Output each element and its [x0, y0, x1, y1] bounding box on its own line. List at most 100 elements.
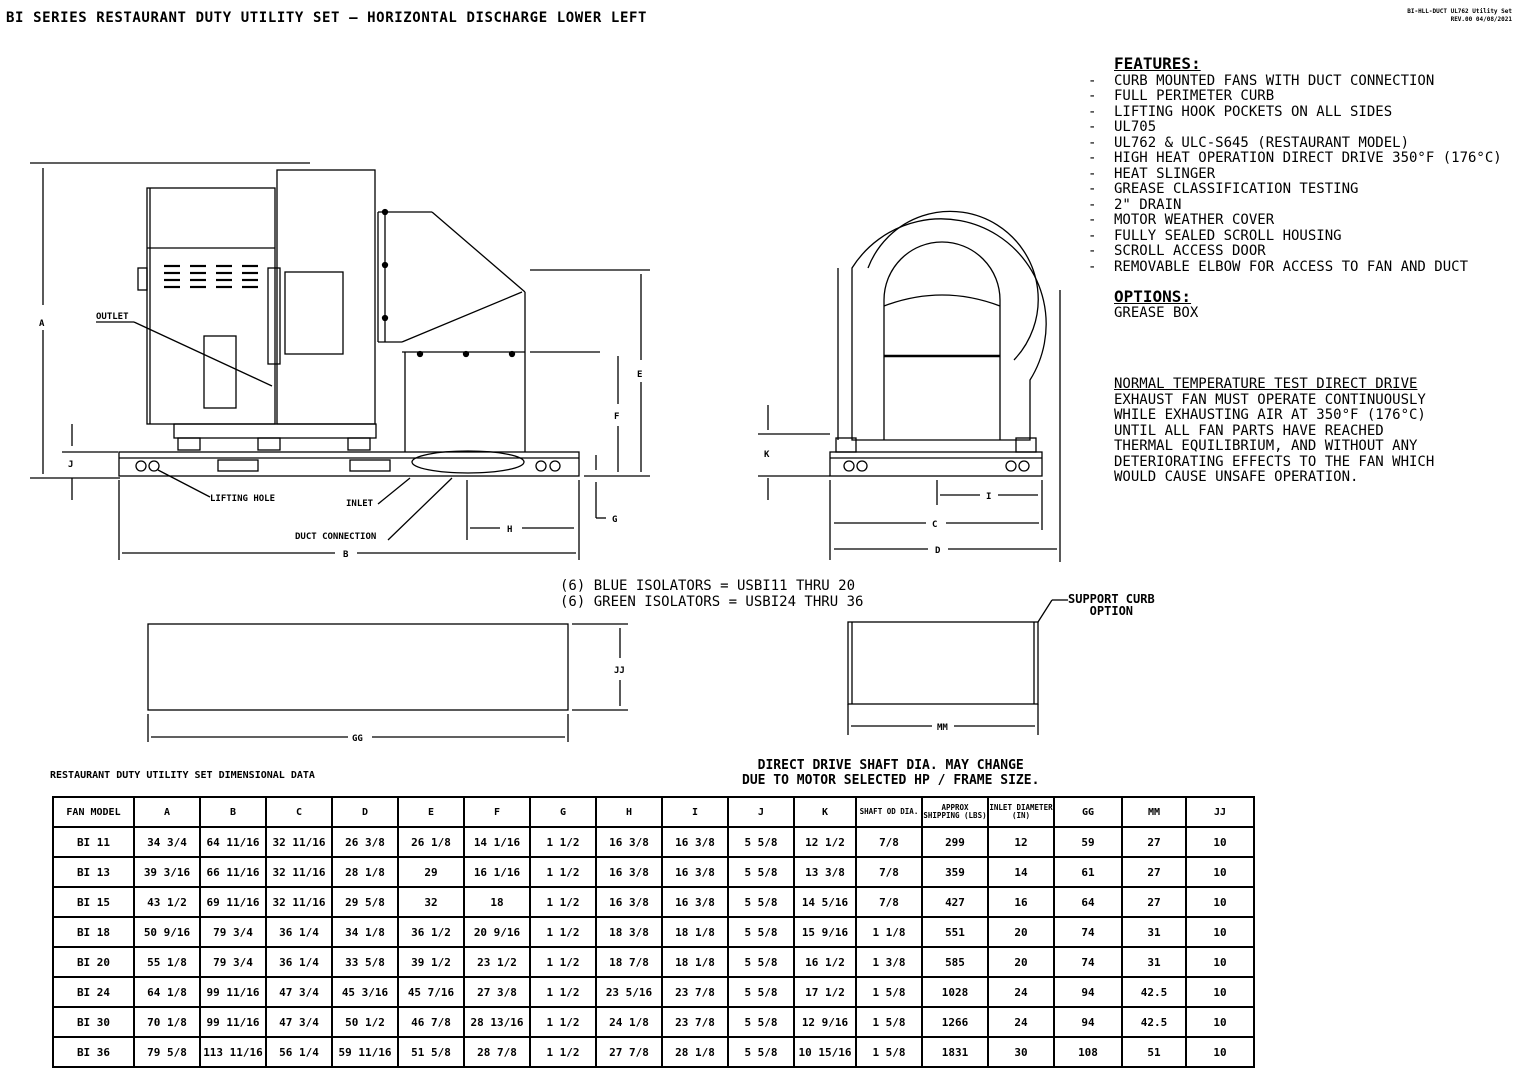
table-cell: 79 3/4 — [199, 946, 267, 978]
side-view-drawing — [30, 162, 650, 560]
table-cell: 61 — [1053, 856, 1123, 888]
column-header: C — [265, 796, 333, 828]
table-cell: 42.5 — [1121, 976, 1187, 1008]
feature-item: CURB MOUNTED FANS WITH DUCT CONNECTION — [1088, 73, 1502, 90]
table-cell: 46 7/8 — [397, 1006, 465, 1038]
table-cell: BI 36 — [52, 1036, 135, 1068]
table-cell: 10 — [1185, 886, 1255, 918]
dim-label-mm: MM — [937, 723, 948, 733]
table-cell: 10 — [1185, 1036, 1255, 1068]
table-cell: 99 11/16 — [199, 976, 267, 1008]
column-header: H — [595, 796, 663, 828]
table-cell: 34 1/8 — [331, 916, 399, 948]
table-cell: 7/8 — [855, 856, 923, 888]
table-cell: 5 5/8 — [727, 886, 795, 918]
table-cell: 29 5/8 — [331, 886, 399, 918]
table-cell: 16 — [987, 886, 1055, 918]
temperature-note-line: UNTIL ALL FAN PARTS HAVE REACHED — [1114, 422, 1384, 439]
shaft-note-line: DUE TO MOTOR SELECTED HP / FRAME SIZE. — [742, 773, 1040, 788]
column-header: E — [397, 796, 465, 828]
table-cell: 18 — [463, 886, 531, 918]
table-cell: 16 3/8 — [661, 886, 729, 918]
table-cell: 16 3/8 — [661, 826, 729, 858]
table-cell: 31 — [1121, 946, 1187, 978]
feature-item: UL705 — [1088, 119, 1502, 136]
dim-label-c: C — [932, 520, 937, 530]
table-cell: 99 11/16 — [199, 1006, 267, 1038]
table-cell: 55 1/8 — [133, 946, 201, 978]
options-heading: OPTIONS: — [1114, 287, 1192, 306]
column-header: B — [199, 796, 267, 828]
table-cell: 585 — [921, 946, 989, 978]
table-cell: 36 1/2 — [397, 916, 465, 948]
table-cell: 34 3/4 — [133, 826, 201, 858]
table-cell: 1 1/2 — [529, 856, 597, 888]
dim-label-gg: GG — [352, 734, 363, 744]
feature-item: LIFTING HOOK POCKETS ON ALL SIDES — [1088, 104, 1502, 121]
table-cell: 27 — [1121, 886, 1187, 918]
feature-item: HIGH HEAT OPERATION DIRECT DRIVE 350°F (… — [1088, 150, 1502, 167]
table-cell: 51 5/8 — [397, 1036, 465, 1068]
table-cell: 33 5/8 — [331, 946, 399, 978]
support-curb-line: SUPPORT CURB — [1068, 592, 1155, 606]
table-cell: 23 7/8 — [661, 976, 729, 1008]
table-cell: 27 — [1121, 856, 1187, 888]
column-header: I — [661, 796, 729, 828]
table-cell: 50 1/2 — [331, 1006, 399, 1038]
table-cell: 10 — [1185, 1006, 1255, 1038]
dim-label-jj: JJ — [614, 666, 625, 676]
table-cell: 12 1/2 — [793, 826, 857, 858]
dim-label-i: I — [986, 492, 991, 502]
column-header: GG — [1053, 796, 1123, 828]
table-cell: 10 — [1185, 826, 1255, 858]
feature-item: UL762 & ULC-S645 (RESTAURANT MODEL) — [1088, 135, 1502, 152]
table-cell: 23 7/8 — [661, 1006, 729, 1038]
table-cell: 70 1/8 — [133, 1006, 201, 1038]
table-cell: 94 — [1053, 976, 1123, 1008]
feature-item: 2" DRAIN — [1088, 197, 1502, 214]
table-cell: 12 — [987, 826, 1055, 858]
table-cell: 1028 — [921, 976, 989, 1008]
green-isolators: (6) GREEN ISOLATORS = USBI24 THRU 36 — [560, 594, 864, 610]
table-cell: 16 3/8 — [595, 826, 663, 858]
table-cell: 108 — [1053, 1036, 1123, 1068]
table-cell: 26 3/8 — [331, 826, 399, 858]
feature-item: GREASE CLASSIFICATION TESTING — [1088, 181, 1502, 198]
column-header: SHAFT OD DIA. — [855, 796, 923, 828]
table-cell: BI 13 — [52, 856, 135, 888]
column-header: FAN MODEL — [52, 796, 135, 828]
table-cell: 45 3/16 — [331, 976, 399, 1008]
table-cell: 7/8 — [855, 826, 923, 858]
dim-label-e: E — [637, 370, 642, 380]
table-cell: 14 — [987, 856, 1055, 888]
table-cell: 20 — [987, 946, 1055, 978]
table-cell: 17 1/2 — [793, 976, 857, 1008]
table-cell: 20 — [987, 916, 1055, 948]
table-cell: 39 1/2 — [397, 946, 465, 978]
table-cell: 16 3/8 — [661, 856, 729, 888]
table-cell: 29 — [397, 856, 465, 888]
table-cell: 1 1/2 — [529, 1006, 597, 1038]
table-cell: 32 11/16 — [265, 856, 333, 888]
table-cell: 1266 — [921, 1006, 989, 1038]
table-cell: 18 3/8 — [595, 916, 663, 948]
column-header: J — [727, 796, 795, 828]
feature-item: HEAT SLINGER — [1088, 166, 1502, 183]
table-cell: 18 1/8 — [661, 916, 729, 948]
table-cell: 59 11/16 — [331, 1036, 399, 1068]
table-cell: 74 — [1053, 916, 1123, 948]
column-header: D — [331, 796, 399, 828]
table-cell: 66 11/16 — [199, 856, 267, 888]
inlet-label: INLET — [346, 499, 374, 509]
table-cell: 59 — [1053, 826, 1123, 858]
support-curb-drawing — [847, 599, 1068, 735]
table-cell: 113 11/16 — [199, 1036, 267, 1068]
table-cell: 36 1/4 — [265, 916, 333, 948]
table-cell: 1 1/2 — [529, 946, 597, 978]
